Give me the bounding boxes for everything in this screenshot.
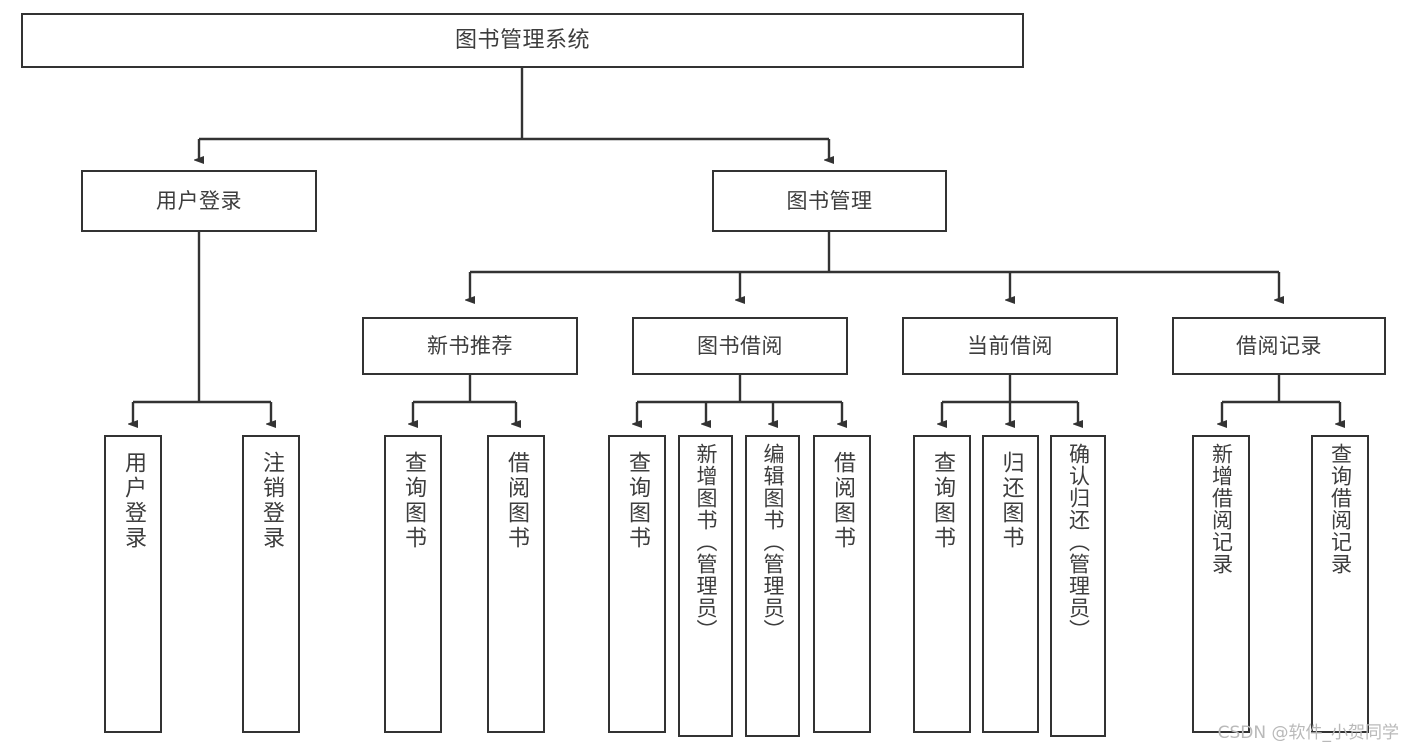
node-label: 新增借阅记录 <box>1209 443 1234 575</box>
node-label: 借阅记录 <box>1236 333 1322 358</box>
node-label: 查询图书 <box>930 451 955 551</box>
node-label: 当前借阅 <box>967 333 1053 358</box>
node-label: 借阅图书 <box>504 451 529 551</box>
leaf-borrow-add-book-admin[interactable]: 新增图书（管理员） <box>678 435 733 737</box>
node-book-management[interactable]: 图书管理 <box>712 170 947 232</box>
node-label: 用户登录 <box>121 451 146 551</box>
node-root-system[interactable]: 图书管理系统 <box>21 13 1024 68</box>
node-label: 查询借阅记录 <box>1328 443 1353 575</box>
node-current-borrow[interactable]: 当前借阅 <box>902 317 1118 375</box>
leaf-recommend-borrow-book[interactable]: 借阅图书 <box>487 435 545 733</box>
node-label: 编辑图书（管理员） <box>761 443 785 641</box>
watermark-text: CSDN @软件_小贺同学 <box>1217 723 1399 743</box>
node-label: 借阅图书 <box>830 451 855 551</box>
node-user-login[interactable]: 用户登录 <box>81 170 317 232</box>
node-label: 新书推荐 <box>427 333 513 358</box>
leaf-borrow-edit-book-admin[interactable]: 编辑图书（管理员） <box>745 435 800 737</box>
node-book-borrow[interactable]: 图书借阅 <box>632 317 848 375</box>
leaf-borrow-query-book[interactable]: 查询图书 <box>608 435 666 733</box>
node-label: 图书管理系统 <box>454 27 590 53</box>
node-label: 用户登录 <box>156 188 242 213</box>
node-label: 查询图书 <box>625 451 650 551</box>
node-label: 查询图书 <box>401 451 426 551</box>
node-borrow-record[interactable]: 借阅记录 <box>1172 317 1386 375</box>
node-label: 归还图书 <box>998 451 1024 551</box>
leaf-current-confirm-return-admin[interactable]: 确认归还（管理员） <box>1050 435 1106 737</box>
node-label: 确认归还（管理员） <box>1066 443 1091 641</box>
leaf-record-add-record[interactable]: 新增借阅记录 <box>1192 435 1250 733</box>
node-label: 图书管理 <box>786 188 873 213</box>
node-label: 注销登录 <box>259 451 284 551</box>
node-new-book-recommend[interactable]: 新书推荐 <box>362 317 578 375</box>
leaf-user-login-signout[interactable]: 注销登录 <box>242 435 300 733</box>
leaf-borrow-borrow-book[interactable]: 借阅图书 <box>813 435 871 733</box>
leaf-current-query-book[interactable]: 查询图书 <box>913 435 971 733</box>
node-label: 图书借阅 <box>697 333 783 358</box>
leaf-record-query-record[interactable]: 查询借阅记录 <box>1311 435 1369 733</box>
leaf-recommend-query-book[interactable]: 查询图书 <box>384 435 442 733</box>
leaf-user-login-signin[interactable]: 用户登录 <box>104 435 162 733</box>
node-label: 新增图书（管理员） <box>694 443 718 641</box>
leaf-current-return-book[interactable]: 归还图书 <box>982 435 1039 733</box>
